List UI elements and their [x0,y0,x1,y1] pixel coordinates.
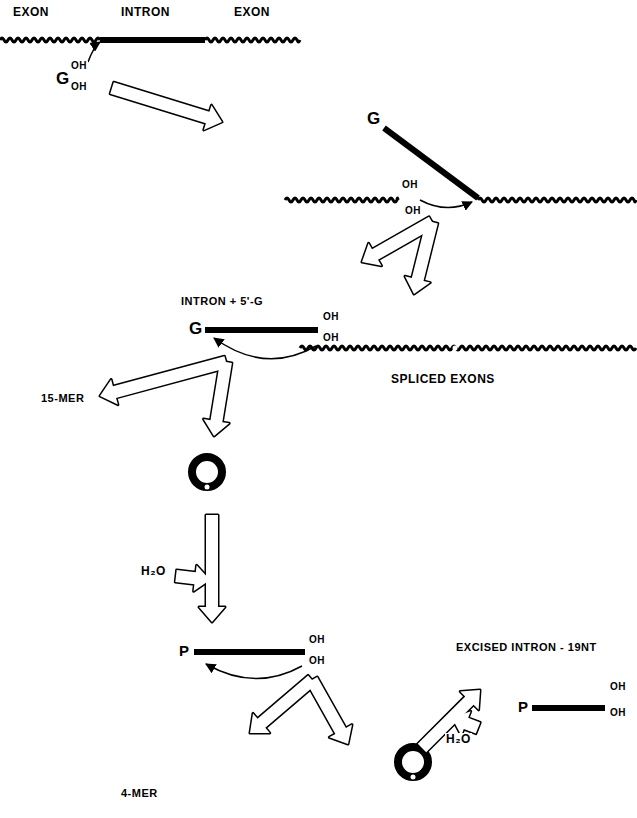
step-arrow-outline [307,677,352,744]
label: OH [609,682,627,692]
step-arrow-fill [452,711,480,735]
attack-arrow [88,42,100,62]
step-arrow-outline [100,356,228,404]
step-arrow-outline [110,82,222,130]
exon-wavy-line [205,38,300,42]
circular-intron [192,457,222,487]
step-arrow-outline [250,675,316,733]
step-arrow-fill [199,515,225,622]
label: EXON [12,6,50,18]
step-arrow-fill [100,356,228,404]
step-arrow-fill [418,690,480,752]
label: 15-MER [40,393,85,404]
label: INTRON + 5'-G [180,296,264,307]
label: OH [401,180,419,190]
label: OH [609,708,627,718]
junction-dot [411,775,416,780]
step-arrow-fill [250,675,316,733]
junction-dot [453,346,458,351]
label: OH [322,333,340,343]
label: G [366,110,382,127]
intron-bar [100,37,205,43]
step-arrow-fill [204,361,232,436]
exon-wavy-line [0,38,100,42]
label: EXON [233,6,271,18]
label: OH [404,206,422,216]
exon-wavy-line [478,198,636,202]
attack-arrow [214,338,316,359]
label: OH [308,656,326,666]
intron-bar [194,649,305,655]
label: OH [70,82,88,92]
step-arrow-fill [307,677,352,744]
label: H₂O [140,565,167,577]
label: 4-MER [120,788,159,799]
exon-wavy-line [285,198,398,202]
step-arrow-outline [418,690,480,752]
label: H₂O [445,733,472,745]
attack-arrow [206,664,302,679]
intron-bar [384,128,478,198]
label: EXCISED INTRON - 19NT [455,642,598,653]
label: SPLICED EXONS [390,373,496,385]
label: G [55,70,71,87]
intron-bar [532,705,605,711]
intron-bar [205,327,318,333]
attack-arrow [420,200,472,208]
step-arrow-outline [199,515,225,622]
junction-dot [205,485,210,490]
label: P [517,699,530,714]
label: OH [308,635,326,645]
exon-wavy-line [300,346,636,350]
label: INTRON [120,6,171,18]
label: OH [322,312,340,322]
label: OH [70,61,88,71]
step-arrow-fill [405,221,438,295]
step-arrow-fill [175,565,210,591]
step-arrow-fill [110,82,222,130]
label: G [188,320,204,337]
step-arrow-outline [175,565,210,591]
label: P [178,643,191,658]
